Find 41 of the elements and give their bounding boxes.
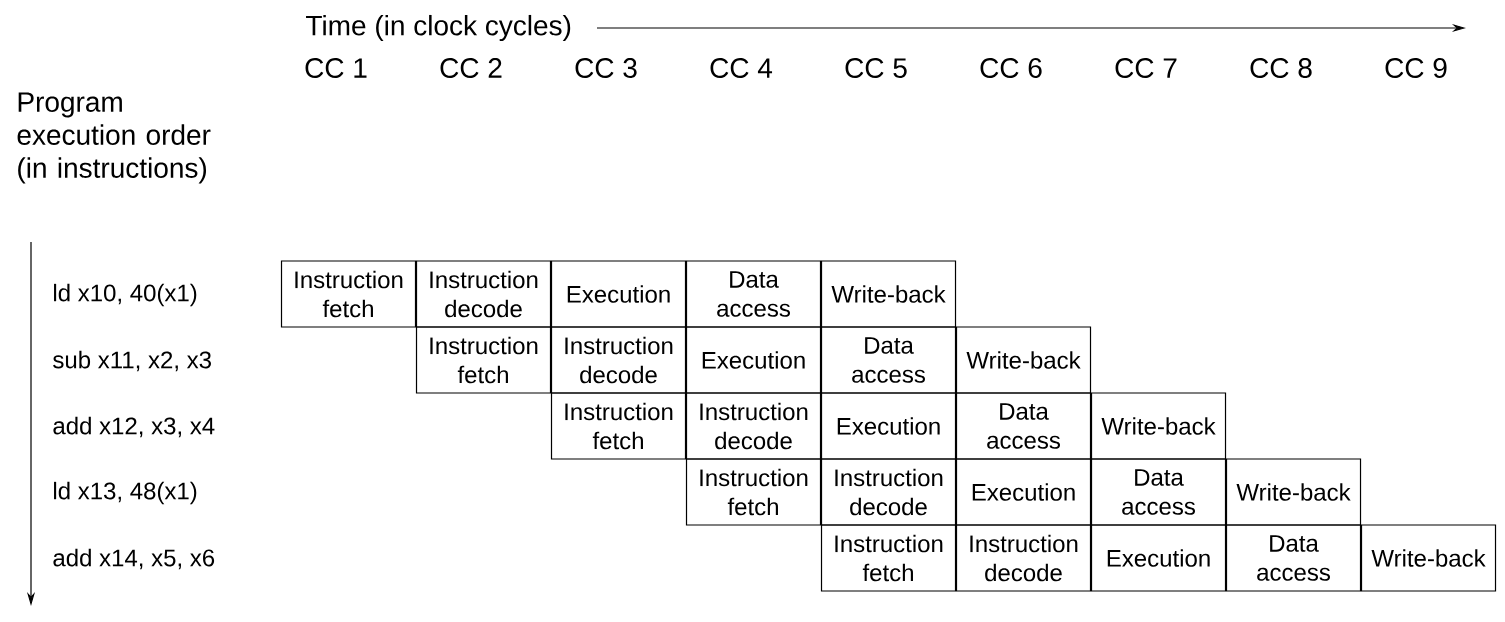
stage-box: Instruction decode — [550, 326, 687, 394]
instruction-label: ld x13, 48(x1) — [54, 481, 197, 505]
instruction-label: add x12, x3, x4 — [53, 416, 215, 438]
stage-box: Data access — [1225, 524, 1362, 592]
stage-box: Execution — [820, 392, 957, 460]
stage-box: Write-back — [1225, 458, 1362, 526]
cycle-label: CC 6 — [980, 58, 1042, 78]
stage-box: Data access — [1090, 458, 1227, 526]
stage-box: Data access — [685, 260, 822, 328]
cycle-label: CC 8 — [1250, 58, 1312, 78]
instruction-label: ld x10, 40(x1) — [54, 283, 197, 307]
instruction-label: add x14, x5, x6 — [53, 548, 215, 570]
stage-box: Data access — [955, 392, 1092, 460]
cycle-label: CC 7 — [1115, 58, 1177, 78]
cycle-label: CC 5 — [845, 58, 907, 78]
stage-box: Data access — [820, 326, 957, 394]
stage-box: Instruction fetch — [550, 392, 687, 460]
stage-box: Execution — [685, 326, 822, 394]
instruction-label: sub x11, x2, x3 — [53, 350, 211, 372]
stage-box: Instruction decode — [820, 458, 957, 526]
cycle-label: CC 3 — [575, 58, 637, 78]
stage-box: Instruction fetch — [280, 260, 417, 328]
stage-box: Instruction decode — [415, 260, 552, 328]
stage-box: Instruction fetch — [415, 326, 552, 394]
cycle-label: CC 9 — [1385, 58, 1447, 78]
stage-box: Write-back — [820, 260, 957, 328]
stage-box: Execution — [1090, 524, 1227, 592]
axis-title: Program execution order (in instructions) — [17, 92, 211, 184]
stage-box: Write-back — [1360, 524, 1497, 592]
stage-box: Execution — [955, 458, 1092, 526]
stage-box: Instruction decode — [955, 524, 1092, 592]
stage-box: Instruction fetch — [820, 524, 957, 592]
stage-box: Execution — [550, 260, 687, 328]
axis-title: Time (in clock cycles) — [306, 14, 571, 42]
cycle-label: CC 2 — [440, 58, 502, 78]
cycle-label: CC 4 — [710, 58, 773, 78]
stage-box: Write-back — [1090, 392, 1227, 460]
stage-box: Instruction decode — [685, 392, 822, 460]
stage-box: Write-back — [955, 326, 1092, 394]
cycle-label: CC 1 — [305, 58, 367, 78]
stage-box: Instruction fetch — [685, 458, 822, 526]
